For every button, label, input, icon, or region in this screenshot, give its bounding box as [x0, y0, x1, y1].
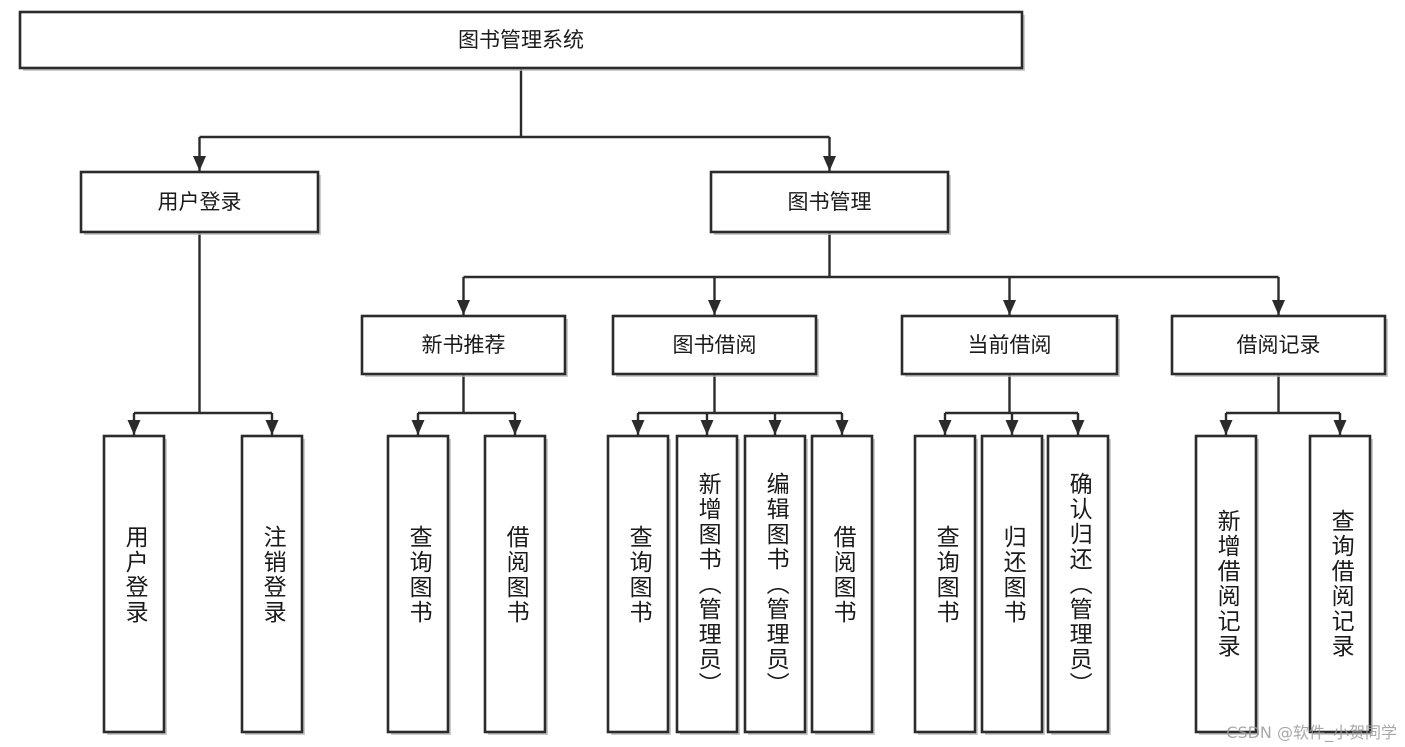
node-rect[interactable]: [18, 10, 1024, 70]
node-root[interactable]: 图书管理系统: [18, 10, 1025, 71]
node-rect[interactable]: [606, 434, 670, 734]
arrow-head-icon: [1272, 300, 1285, 315]
node-record-query[interactable]: [1308, 434, 1373, 735]
node-label: 借阅记录: [1237, 333, 1321, 357]
arrow-head-icon: [631, 420, 645, 435]
node-user-logout[interactable]: [240, 434, 305, 735]
node-rect[interactable]: [386, 434, 450, 734]
arrow-head-icon: [508, 420, 522, 435]
node-label: 新书推荐: [422, 333, 506, 357]
arrow-head-icon: [1003, 300, 1016, 315]
node-rect[interactable]: [1046, 434, 1110, 734]
node-user-login-do[interactable]: [102, 434, 167, 735]
arrow-head-icon: [193, 156, 206, 171]
arrow-head-icon: [1005, 420, 1019, 435]
node-rect[interactable]: [611, 314, 818, 376]
node-book-borrow[interactable]: 图书借阅: [611, 314, 819, 377]
node-new-book-recommend[interactable]: 新书推荐: [360, 314, 568, 377]
node-rect[interactable]: [79, 170, 320, 234]
node-rect[interactable]: [102, 434, 166, 734]
node-rect[interactable]: [240, 434, 304, 734]
arrow-head-icon: [708, 300, 721, 315]
node-rect[interactable]: [810, 434, 874, 734]
node-borrow-query-book[interactable]: [606, 434, 671, 735]
node-rect[interactable]: [675, 434, 739, 734]
node-label: 当前借阅: [968, 333, 1052, 357]
node-label: 用户登录: [158, 190, 242, 214]
node-rect[interactable]: [900, 314, 1119, 376]
node-rect[interactable]: [980, 434, 1044, 734]
node-borrow-add-book[interactable]: [675, 434, 740, 735]
arrow-head-icon: [411, 420, 425, 435]
arrow-head-icon: [265, 420, 279, 435]
node-rect[interactable]: [913, 434, 977, 734]
arrow-head-icon: [835, 420, 849, 435]
node-rect[interactable]: [1170, 314, 1387, 376]
node-rect[interactable]: [743, 434, 807, 734]
node-borrow-record[interactable]: 借阅记录: [1170, 314, 1388, 377]
arrow-head-icon: [1333, 420, 1347, 435]
node-borrow-borrow-book[interactable]: [810, 434, 875, 735]
arrow-head-icon: [938, 420, 952, 435]
node-label: 图书管理: [788, 190, 872, 214]
node-recommend-borrow-book[interactable]: [483, 434, 548, 735]
node-rect[interactable]: [360, 314, 567, 376]
node-label: 图书借阅: [673, 333, 757, 357]
node-recommend-query-book[interactable]: [386, 434, 451, 735]
node-book-management[interactable]: 图书管理: [709, 170, 951, 235]
node-user-login[interactable]: 用户登录: [79, 170, 321, 235]
node-current-borrow[interactable]: 当前借阅: [900, 314, 1120, 377]
connector-layer: [127, 68, 1347, 435]
arrow-head-icon: [768, 420, 782, 435]
node-rect[interactable]: [483, 434, 547, 734]
node-label: 图书管理系统: [458, 28, 584, 52]
node-rect[interactable]: [709, 170, 950, 234]
arrow-head-icon: [823, 156, 836, 171]
node-record-add[interactable]: [1194, 434, 1259, 735]
node-rect[interactable]: [1308, 434, 1372, 734]
arrow-head-icon: [1071, 420, 1085, 435]
node-current-query-book[interactable]: [913, 434, 978, 735]
node-current-return-book[interactable]: [980, 434, 1045, 735]
node-rect[interactable]: [1194, 434, 1258, 734]
node-borrow-edit-book[interactable]: [743, 434, 808, 735]
arrow-head-icon: [457, 300, 470, 315]
node-current-confirm-return[interactable]: [1046, 434, 1111, 735]
arrow-head-icon: [1219, 420, 1233, 435]
arrow-head-icon: [700, 420, 714, 435]
arrow-head-icon: [127, 420, 141, 435]
